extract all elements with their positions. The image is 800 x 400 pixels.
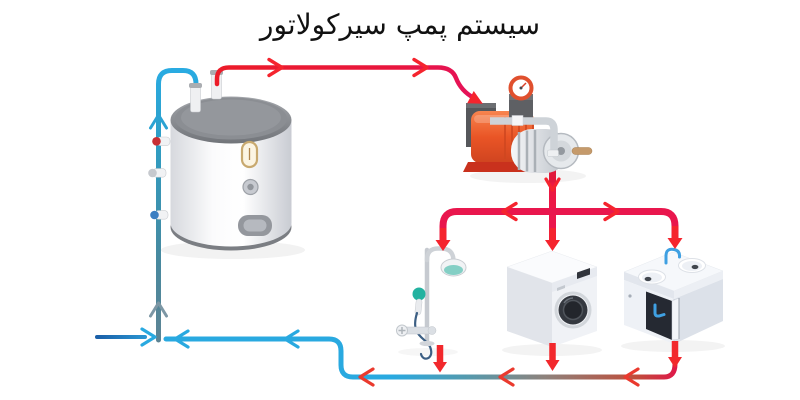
flow-arrow-icon xyxy=(498,367,515,387)
branch-arrow-down xyxy=(435,226,683,251)
sink-cabinet-opening xyxy=(646,291,680,341)
washer-door xyxy=(554,291,592,329)
washing-machine-icon xyxy=(502,250,602,356)
circulator-pump-icon xyxy=(463,75,593,183)
flow-arrow-icon xyxy=(501,201,518,222)
hand-shower xyxy=(412,287,426,316)
page-title: سیستم پمپ سیرکولاتور xyxy=(259,8,541,41)
sink-open-door xyxy=(671,297,680,341)
flow-arrow-icon xyxy=(467,90,483,104)
sink-basins xyxy=(638,258,706,285)
flow-arrows xyxy=(140,57,683,387)
washer-display xyxy=(577,268,590,279)
cold-inlet-riser-pipe xyxy=(156,68,199,343)
connector-arrow-down xyxy=(433,341,682,373)
shower-mixer-valve xyxy=(396,324,437,337)
shower-icon xyxy=(396,246,467,360)
sink-trap-pipe xyxy=(653,303,666,318)
kitchen-sink-icon xyxy=(621,247,725,352)
hot-supply-pipe xyxy=(214,65,477,101)
flow-arrow-icon xyxy=(358,367,375,387)
hot-manifold-pipe xyxy=(439,208,679,240)
sink-faucet xyxy=(664,247,682,265)
flow-arrow-icon xyxy=(140,327,157,347)
tank-thermometer-icon xyxy=(240,140,259,169)
pipe-coupling xyxy=(547,149,559,157)
return-pipe xyxy=(163,336,678,380)
boiler-tank-icon xyxy=(148,70,305,259)
flow-arrow-icon xyxy=(149,113,168,130)
flow-arrow-icon xyxy=(173,329,190,349)
flow-arrow-icon xyxy=(544,177,561,192)
flow-arrow-icon xyxy=(623,367,640,387)
shower-arm xyxy=(424,246,456,264)
pump-shaft xyxy=(571,147,593,155)
shower-head xyxy=(440,258,467,277)
flow-arrow-icon xyxy=(149,301,168,318)
tank-element-cover xyxy=(238,215,272,236)
pump-outlet-gray-pipe xyxy=(490,115,559,157)
tank-side-fittings xyxy=(148,136,171,220)
tank-knob xyxy=(242,178,259,196)
flow-arrow-icon xyxy=(412,57,429,78)
flow-arrow-icon xyxy=(283,329,300,349)
flow-arrow-icon xyxy=(267,57,284,78)
flow-arrow-icon xyxy=(603,201,620,222)
